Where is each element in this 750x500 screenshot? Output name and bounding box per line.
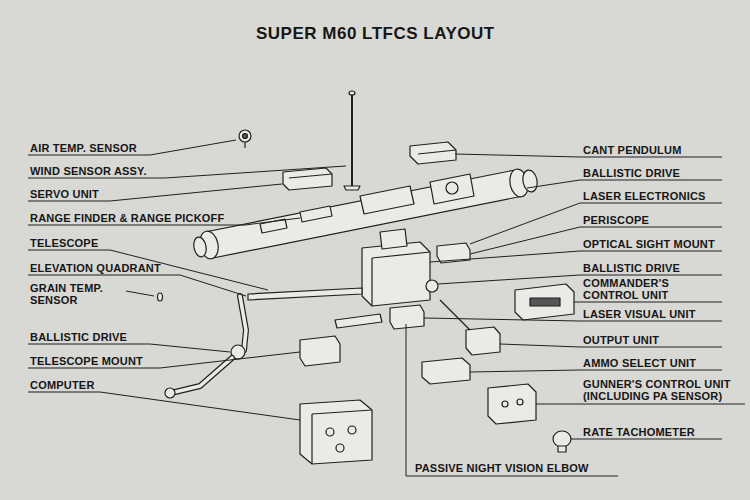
part-label: GUNNER'S CONTROL UNIT (INCLUDING PA SENS… — [583, 378, 743, 402]
part-label: OUTPUT UNIT — [583, 334, 659, 346]
air-temp-sensor-stem — [244, 142, 245, 148]
computer-connector — [336, 444, 344, 452]
telescope-mount — [300, 336, 340, 366]
part-label: LASER ELECTRONICS — [583, 190, 706, 202]
sight-top — [380, 229, 407, 249]
part-label: BALLISTIC DRIVE — [583, 262, 680, 274]
leader-line — [470, 370, 722, 372]
commanders-control-unit — [515, 284, 574, 320]
leader-line — [126, 291, 154, 296]
telescope-arm — [240, 296, 246, 350]
computer-edges — [312, 410, 372, 464]
part-label: PASSIVE NIGHT VISION ELBOW — [415, 462, 589, 474]
optical-sight-edges — [372, 252, 430, 306]
tube-end-cap-left — [192, 236, 208, 258]
wind-sensor-mast — [351, 94, 353, 186]
leader-line — [574, 302, 722, 303]
leader-line — [536, 404, 745, 405]
ballistic-drive — [426, 280, 438, 292]
gcu-dial — [517, 399, 523, 405]
part-label: COMMANDER'S CONTROL UNIT — [583, 277, 695, 301]
gcu-dial — [502, 401, 508, 407]
cant-pendulum — [410, 142, 456, 164]
output-cable — [440, 300, 470, 330]
ccu-panel — [530, 298, 560, 306]
range-pickoff — [300, 206, 332, 222]
computer-connector — [326, 428, 334, 436]
part-label: RATE TACHOMETER — [583, 426, 695, 438]
cable-end — [165, 388, 175, 398]
part-label: ELEVATION QUADRANT — [30, 262, 161, 274]
tube-end-cap-right — [521, 169, 539, 193]
part-label: WIND SENSOR ASSY. — [30, 165, 147, 177]
part-label: COMPUTER — [30, 379, 95, 391]
part-label: AMMO SELECT UNIT — [583, 357, 696, 369]
computer-connector — [348, 426, 356, 434]
leader-line — [28, 166, 346, 178]
air-temp-sensor-core — [243, 134, 248, 139]
tube-housing-right — [430, 174, 474, 204]
part-label: TELESCOPE MOUNT — [30, 355, 143, 367]
part-label: LASER VISUAL UNIT — [583, 308, 696, 320]
servo-unit-edge — [289, 174, 332, 178]
servo-unit — [283, 168, 332, 190]
tube-housing — [360, 186, 414, 214]
elevation-rod — [248, 288, 362, 300]
leader-line — [28, 140, 236, 155]
part-label: RANGE FINDER & RANGE PICKOFF — [30, 212, 224, 224]
ammo-select-unit — [422, 358, 470, 384]
wind-sensor-base — [344, 186, 360, 190]
telescope-body — [335, 314, 382, 328]
leader-line — [28, 184, 282, 201]
gunners-control-unit — [488, 384, 536, 424]
diagram-title: SUPER M60 LTFCS LAYOUT — [256, 24, 495, 44]
leader-line — [28, 344, 230, 352]
range-finder-tube — [205, 170, 523, 258]
leader-line — [28, 352, 300, 368]
part-label: GRAIN TEMP. SENSOR — [30, 282, 122, 306]
grain-temp-sensor — [158, 293, 163, 301]
leader-line — [571, 439, 722, 440]
leader-line — [438, 275, 722, 284]
optical-sight-block — [362, 242, 430, 306]
tube-knob — [446, 182, 458, 194]
part-label: BALLISTIC DRIVE — [30, 331, 127, 343]
part-label: OPTICAL SIGHT MOUNT — [583, 238, 715, 250]
part-label: PERISCOPE — [583, 214, 649, 226]
rate-tachometer-stem — [558, 446, 566, 452]
computer — [300, 400, 372, 464]
part-label: CANT PENDULUM — [583, 144, 682, 156]
leader-line — [430, 251, 722, 262]
telescope-arm-outline — [240, 296, 246, 350]
output-unit — [466, 327, 500, 355]
wind-sensor-tip — [349, 91, 355, 95]
air-temp-sensor — [239, 130, 251, 142]
leader-line — [527, 180, 722, 188]
leader-line — [470, 227, 722, 254]
part-label: AIR TEMP. SENSOR — [30, 142, 137, 154]
part-label: SERVO UNIT — [30, 188, 99, 200]
part-label: BALLISTIC DRIVE — [583, 167, 680, 179]
leader-line — [28, 392, 300, 420]
cant-pendulum-edge — [418, 150, 456, 154]
leader-line — [470, 203, 722, 244]
part-label: TELESCOPE — [30, 237, 98, 249]
laser-visual-unit — [390, 305, 424, 329]
rate-tachometer — [553, 431, 571, 447]
